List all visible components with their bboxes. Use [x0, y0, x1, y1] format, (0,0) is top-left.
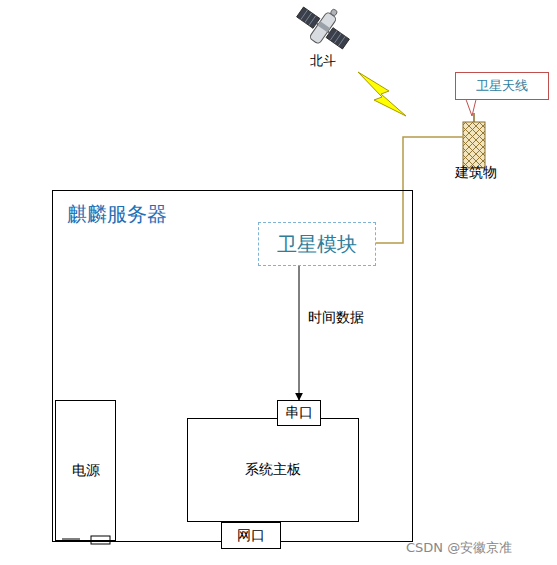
node-text: 麒麟服务器: [67, 201, 167, 228]
power-switch: [62, 539, 80, 540]
watermark: CSDN @安徽京准: [406, 539, 512, 557]
edge-label: 时间数据: [306, 309, 366, 327]
satellite-icon: [291, 0, 359, 57]
panel-lines: [301, 10, 316, 26]
satellite-band: [318, 21, 331, 32]
solar-panel: [297, 7, 320, 28]
antenna-body: [463, 122, 485, 168]
panel-lines: [330, 31, 345, 47]
node-text: 系统主板: [245, 461, 301, 479]
port-box: 网口: [221, 522, 281, 549]
satellite-body: [309, 11, 337, 44]
satellite-label: 北斗: [310, 52, 336, 70]
node-text: 电源: [72, 462, 100, 480]
callout-box: 卫星天线: [455, 72, 549, 100]
building-label: 建筑物: [455, 164, 497, 182]
antenna-stem: [473, 113, 475, 122]
satellite-dish: [330, 8, 338, 16]
power-connector: [91, 536, 110, 544]
data-arrow: [299, 266, 300, 400]
node-text: 串口: [285, 404, 313, 422]
node-text: 卫星模块: [277, 231, 357, 258]
port-box: 串口: [277, 400, 321, 426]
antenna-hatch: [463, 122, 485, 168]
signal-bolt: [358, 72, 406, 116]
module-box: 卫星模块: [258, 222, 376, 266]
solar-panel: [326, 28, 349, 49]
node-text: 卫星天线: [476, 77, 528, 95]
server-box: 麒麟服务器卫星模块电源系统主板串口网口: [52, 190, 413, 542]
mainboard-box: 系统主板串口网口: [187, 418, 359, 522]
power-box: 电源: [55, 400, 116, 541]
node-text: 网口: [237, 527, 265, 545]
